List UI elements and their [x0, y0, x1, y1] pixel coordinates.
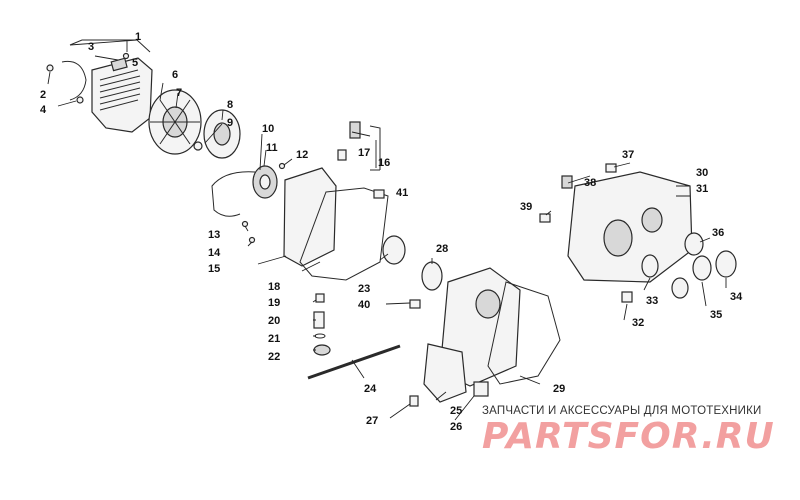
callout-3: 3 — [88, 41, 94, 53]
callout-30: 30 — [696, 167, 708, 179]
callout-21: 21 — [268, 333, 280, 345]
watermark: ЗАПЧАСТИ И АКСЕССУАРЫ ДЛЯ МОТОТЕХНИКИ PA… — [482, 405, 782, 455]
callout-35: 35 — [710, 309, 722, 321]
flywheel-nut — [193, 141, 203, 151]
seal-28 — [421, 261, 443, 291]
callout-12: 12 — [296, 149, 308, 161]
callout-15: 15 — [208, 263, 220, 275]
dipstick-rod — [307, 344, 401, 380]
bearing-34 — [715, 250, 737, 278]
callout-20: 20 — [268, 315, 280, 327]
callout-7: 7 — [176, 87, 182, 99]
callout-23: 23 — [358, 283, 370, 295]
callout-29: 29 — [553, 383, 565, 395]
bushing-26 — [473, 381, 489, 397]
breather-pin — [337, 149, 347, 161]
shroud-clip — [61, 60, 87, 101]
callout-39: 39 — [520, 201, 532, 213]
callout-33: 33 — [646, 295, 658, 307]
callout-16: 16 — [378, 157, 390, 169]
callout-19: 19 — [268, 297, 280, 309]
callout-17: 17 — [358, 147, 370, 159]
callout-25: 25 — [450, 405, 462, 417]
dowel-27 — [409, 395, 419, 407]
dowel-41 — [373, 189, 385, 199]
callout-26: 26 — [450, 421, 462, 433]
bolt-40 — [409, 299, 421, 309]
bolt-4 — [76, 96, 84, 104]
stator-wiring — [211, 171, 256, 217]
callout-34: 34 — [730, 291, 743, 303]
seal-35b — [671, 277, 689, 299]
screw-13 — [241, 220, 249, 228]
seal-35 — [692, 255, 712, 281]
callout-24: 24 — [364, 383, 377, 395]
stator-cover-gasket — [299, 187, 389, 281]
crankcase-gasket — [487, 281, 561, 385]
callout-1: 1 — [135, 31, 141, 43]
callout-9: 9 — [227, 117, 233, 129]
callout-32: 32 — [632, 317, 644, 329]
bearing-33 — [641, 254, 659, 278]
fan-shroud — [91, 57, 153, 133]
callout-40: 40 — [358, 299, 370, 311]
callout-28: 28 — [436, 243, 448, 255]
dowel-32 — [621, 291, 633, 303]
callout-36: 36 — [712, 227, 724, 239]
callout-41: 41 — [396, 187, 408, 199]
callout-18: 18 — [268, 281, 280, 293]
callout-31: 31 — [696, 183, 708, 195]
callout-4: 4 — [40, 104, 47, 116]
cover-bore-2 — [641, 207, 663, 233]
callout-8: 8 — [227, 99, 233, 111]
callout-37: 37 — [622, 149, 634, 161]
screw-12 — [278, 162, 286, 170]
crankcase-bore — [475, 289, 501, 319]
screw-14 — [248, 236, 256, 244]
leader-lines — [47, 39, 727, 421]
bolt-5 — [122, 52, 130, 60]
callout-10: 10 — [262, 123, 274, 135]
flywheel — [203, 109, 241, 159]
breather-plug — [349, 121, 361, 139]
drain-cap-22 — [313, 344, 331, 356]
cooling-fan — [148, 89, 202, 155]
callout-22: 22 — [268, 351, 280, 363]
o-ring-21 — [314, 333, 326, 339]
bolt-37 — [605, 163, 617, 173]
callout-27: 27 — [366, 415, 378, 427]
callout-6: 6 — [172, 69, 178, 81]
callout-13: 13 — [208, 229, 220, 241]
plug-19 — [315, 293, 325, 303]
stator — [252, 165, 278, 199]
watermark-logo: PARTSFOR.RU — [482, 416, 775, 457]
bolt-2 — [46, 64, 54, 72]
callout-numbers: 1 2 3 4 5 6 7 8 9 10 11 12 13 14 15 16 1… — [40, 31, 743, 433]
crankcase-bracket — [423, 343, 467, 403]
callout-5: 5 — [132, 57, 138, 69]
stator-cover — [283, 167, 337, 267]
watermark-caption: ЗАПЧАСТИ И АКСЕССУАРЫ ДЛЯ МОТОТЕХНИКИ — [482, 405, 762, 417]
callout-14: 14 — [208, 247, 221, 259]
bolt-39 — [539, 213, 551, 223]
callout-11: 11 — [266, 142, 278, 154]
callout-2: 2 — [40, 89, 46, 101]
bearing-36 — [684, 232, 704, 256]
cover-bore — [603, 219, 633, 257]
right-crankcase-cover — [567, 171, 693, 283]
callout-38: 38 — [584, 177, 596, 189]
seal-23 — [382, 235, 406, 265]
